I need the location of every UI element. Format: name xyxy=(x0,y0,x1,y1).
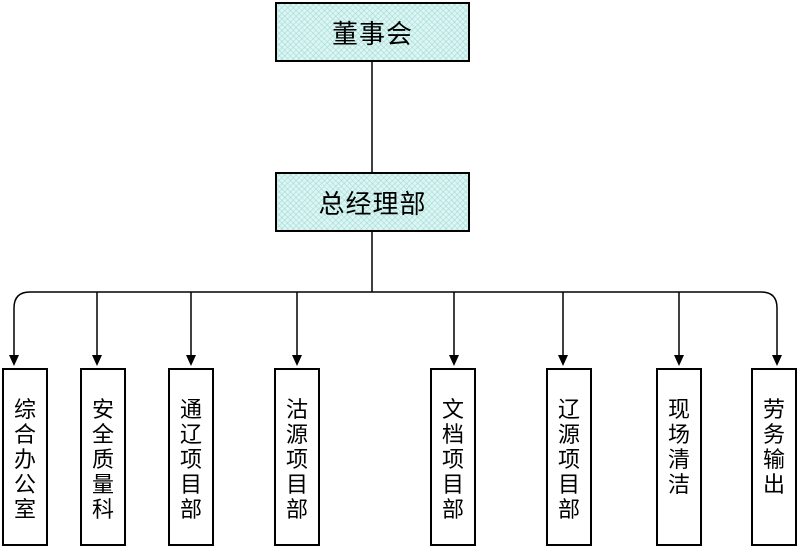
arrow-head xyxy=(772,355,782,366)
dept-box-safety-quality: 安全质量科 xyxy=(80,368,126,546)
arrow-head xyxy=(674,355,684,366)
dept-box-liaoyuan: 辽源项目部 xyxy=(546,368,592,546)
dept-box-admin-office: 综合办公室 xyxy=(2,368,48,546)
arrow-head xyxy=(292,355,302,366)
dept-label: 综合办公室 xyxy=(13,398,36,523)
arrow-head xyxy=(449,355,459,366)
dept-label: 文档项目部 xyxy=(441,398,464,523)
arrow-head xyxy=(558,355,568,366)
dept-box-tongliao: 通辽项目部 xyxy=(168,368,214,546)
dept-label: 安全质量科 xyxy=(91,398,114,523)
arrow-head xyxy=(9,355,19,366)
gm-box: 总经理部 xyxy=(275,172,470,232)
dept-box-documents: 文档项目部 xyxy=(430,368,476,546)
dept-box-site-cleaning: 现场清洁 xyxy=(656,368,702,546)
board-box: 董事会 xyxy=(275,2,470,62)
gm-label: 总经理部 xyxy=(318,189,427,220)
dept-label: 辽源项目部 xyxy=(557,398,580,523)
arrow-head xyxy=(92,355,102,366)
arrow-head xyxy=(186,355,196,366)
bus-line xyxy=(13,291,778,309)
dept-label: 沽源项目部 xyxy=(285,398,308,523)
board-label: 董事会 xyxy=(331,19,413,50)
dept-label: 劳务输出 xyxy=(762,398,785,498)
dept-box-labor-export: 劳务输出 xyxy=(751,368,797,546)
dept-label: 现场清洁 xyxy=(667,398,690,498)
dept-box-guyuan: 沽源项目部 xyxy=(274,368,320,546)
dept-label: 通辽项目部 xyxy=(179,398,202,523)
